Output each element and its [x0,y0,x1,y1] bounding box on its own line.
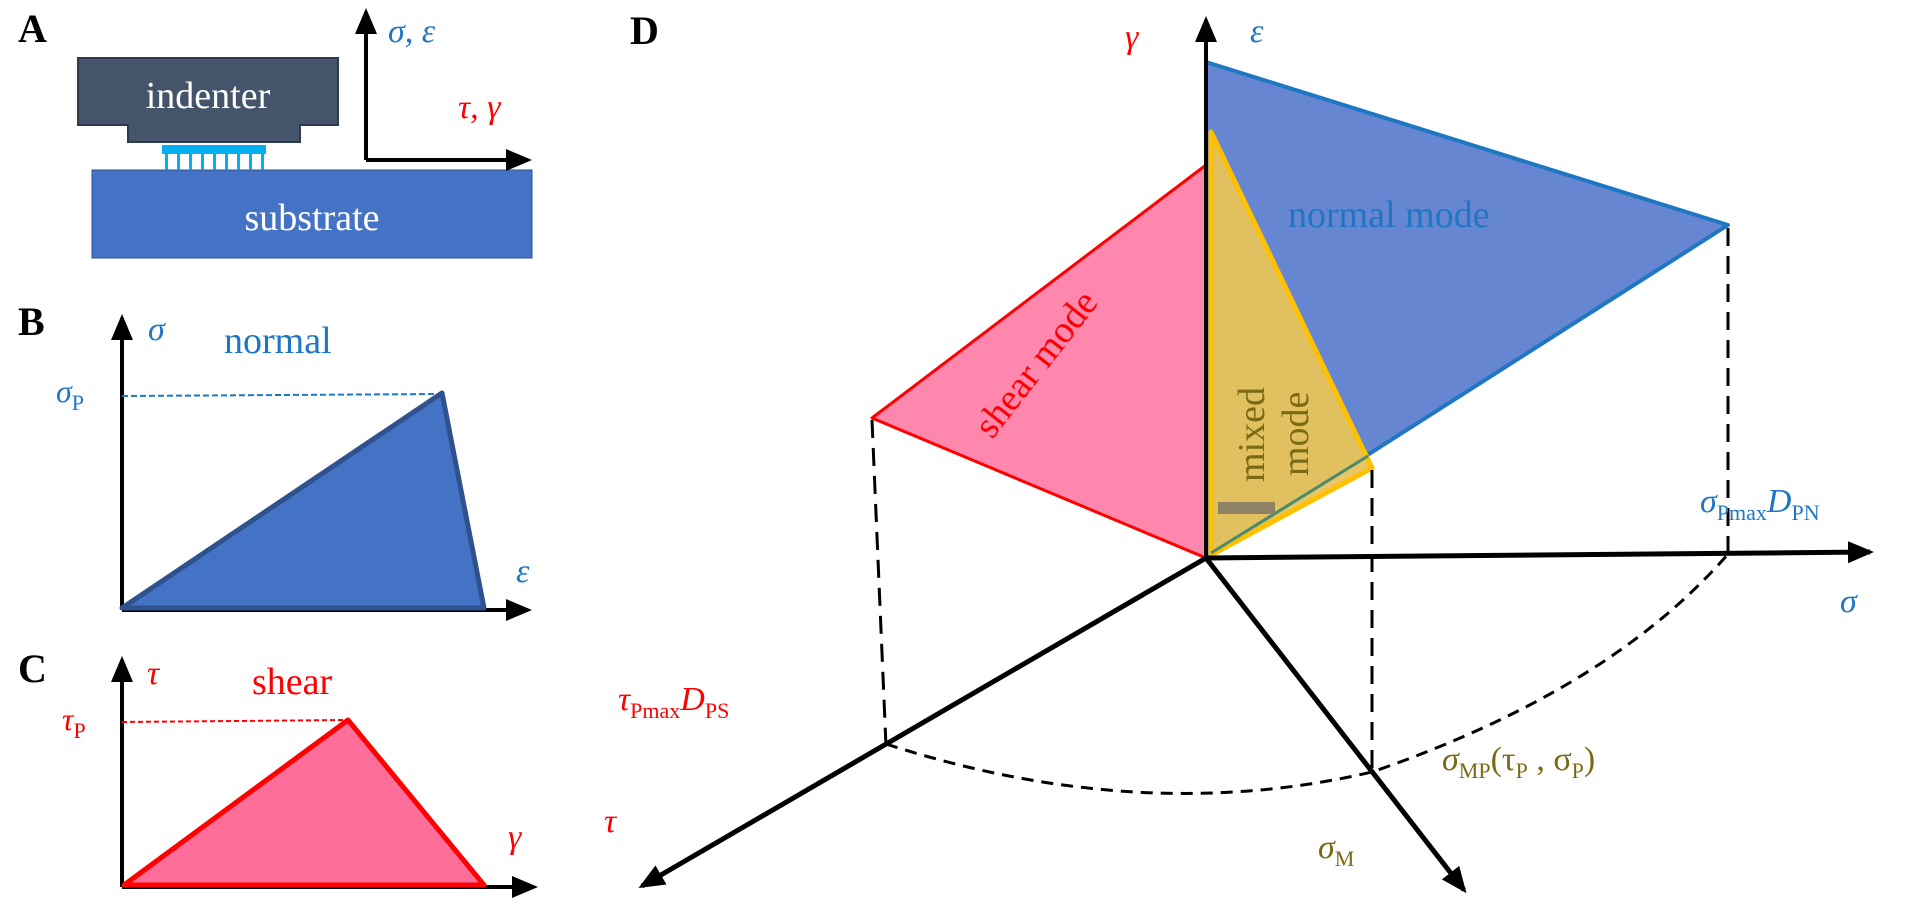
sigma-m-axis-label: σM [1318,829,1354,871]
panel-c-letter: C [18,646,47,691]
panel-c-peak-guide [121,719,349,723]
panel-c-peak-label: τP [62,701,86,743]
substrate-label: substrate [244,197,379,239]
mixed-mode-surface [1208,129,1375,558]
panel-b-y-axis-label: σ [148,311,166,348]
panel-b-peak-guide [121,393,443,397]
normal-traction-separation-curve [119,390,487,611]
panel-c-y-axis-label: τ [147,655,161,692]
mixed-energy-label: σMP(τP , σP) [1442,741,1595,783]
panel-b-x-axis-label: ε [516,553,530,590]
panel-b-title: normal [224,320,332,362]
panel-a-letter: A [18,6,47,51]
panel-c-title: shear [252,661,333,703]
panel-a-normal-axis-label: σ, ε [388,13,436,50]
failure-envelope-curve [885,553,1730,795]
panel-d: D normal mode shear mode mixed mode γ ε … [604,8,1874,894]
panel-d-letter: D [630,8,659,53]
tau-axis [638,555,1208,889]
normal-mode-label: normal mode [1288,194,1490,236]
panel-c: C τ shear τP γ [18,646,538,898]
indenter-block [77,57,339,143]
substrate-block [91,169,533,259]
mixed-mode-label-line-1: mixed [1231,387,1273,482]
shear-peak-projection [870,419,888,747]
panel-b-letter: B [18,299,45,344]
normal-energy-label: σPmaxDPN [1700,483,1820,525]
gamma-axis-label: γ [1125,19,1140,56]
shear-traction-separation-curve [121,717,487,888]
panel-a-shear-axis-label: τ, γ [458,89,502,126]
indenter-label: indenter [146,75,271,117]
shear-energy-label: τPmaxDPS [618,681,729,723]
mixed-mode-base-edge [1210,454,1369,555]
panel-a: A substrate indenter σ, ε τ, γ [18,6,533,259]
epsilon-axis-label: ε [1250,13,1264,50]
mixed-mode-label-line-2: mode [1275,392,1317,476]
panel-b-peak-label: σP [56,373,84,415]
sigma-axis-label: σ [1840,583,1858,620]
contact-fibrils [162,145,266,170]
sigma-axis [1205,541,1874,564]
sigma-m-axis [1204,556,1467,894]
panel-b: B σ normal σP ε [18,299,532,621]
tau-axis-label: τ [604,803,618,840]
panel-c-x-axis-label: γ [508,819,523,856]
